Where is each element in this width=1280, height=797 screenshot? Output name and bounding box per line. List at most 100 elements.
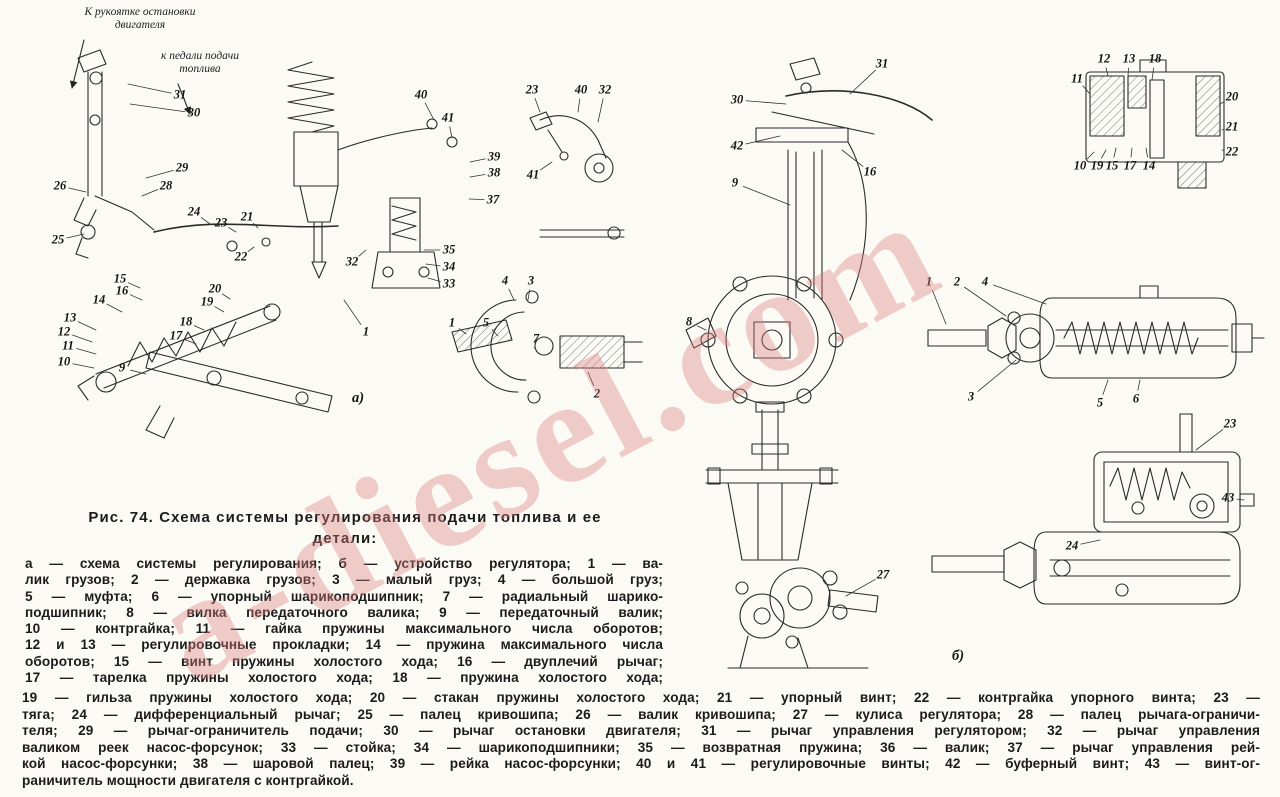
callout-number: 33 <box>442 276 456 291</box>
leader-line <box>66 233 85 239</box>
callout-number: 23 <box>1223 416 1237 431</box>
callout-number: 28 <box>159 178 173 193</box>
annotation-line: двигателя <box>114 19 166 31</box>
callout-number: 22 <box>234 249 248 264</box>
leader-line <box>458 328 467 335</box>
callout-number: 3 <box>967 389 975 404</box>
leader-line <box>1113 147 1117 158</box>
leader-line <box>200 216 211 225</box>
callout-number: 37 <box>486 192 500 207</box>
leader-line <box>1195 429 1224 451</box>
legend-bottom-block: 19 — гильза пружины холостого хода; 20 —… <box>22 690 1260 790</box>
leader-line <box>468 198 485 201</box>
leader-line <box>993 284 1047 305</box>
leader-line <box>343 299 362 325</box>
leader-line <box>469 158 486 163</box>
leader-line <box>228 227 237 233</box>
callout-number: 16 <box>115 283 129 298</box>
leader-line <box>183 338 197 345</box>
legend-line: 12 и 13 — регулировочные прокладки; 14 —… <box>25 637 663 653</box>
leader-line <box>849 69 876 95</box>
leader-line <box>145 170 174 179</box>
diagram-c-governor <box>927 285 1265 379</box>
callout-number: 21 <box>240 209 254 224</box>
leader-line <box>540 161 553 171</box>
callout-number: 24 <box>1065 538 1079 553</box>
leader-line <box>252 222 259 229</box>
legend-line: лик грузов; 2 — державка грузов; 3 — мал… <box>25 572 663 588</box>
legend-line: раничитель мощности двигателя с контргай… <box>22 772 354 788</box>
annotation-line: топлива <box>179 63 221 75</box>
callout-number: 12 <box>57 324 71 339</box>
callout-number: 42 <box>730 138 744 153</box>
callout-number: 5 <box>482 315 490 330</box>
legend-line: 10 — контргайка; 11 — гайка пружины макс… <box>25 621 663 637</box>
leader-line <box>1082 85 1091 95</box>
callout-number: 14 <box>92 292 106 307</box>
leader-line <box>129 103 186 113</box>
callout-number: 16 <box>863 164 877 179</box>
leader-line <box>1105 67 1109 77</box>
callout-number: 10 <box>57 354 71 369</box>
callout-number: 8 <box>685 314 693 329</box>
annotation-fuel-pedal: к педали подачи топлива <box>130 50 270 76</box>
leader-line <box>1145 147 1148 158</box>
callout-number: 4 <box>981 274 989 289</box>
legend-line: теля; 29 — рычаг-ограничитель подачи; 30… <box>22 723 1260 739</box>
leader-line <box>963 286 1007 317</box>
callout-number: 13 <box>1122 51 1136 66</box>
leader-line <box>534 98 541 113</box>
diagram-detail-coupling <box>451 290 643 404</box>
callout-number: 31 <box>173 87 187 102</box>
callout-number: 35 <box>442 242 456 257</box>
leader-line <box>127 282 141 289</box>
callout-number: 3 <box>527 273 535 288</box>
callout-number: 5 <box>1096 395 1104 410</box>
leader-line <box>491 329 499 337</box>
callout-number: 11 <box>62 338 74 353</box>
callout-number: 10 <box>1073 158 1087 173</box>
figure-caption: Рис. 74. Схема системы регулирования под… <box>25 507 665 549</box>
callout-number: 1 <box>925 274 933 289</box>
leader-line <box>577 98 581 113</box>
callout-number: 39 <box>487 149 501 164</box>
legend-line: подшипник; 8 — вилка передаточного валик… <box>25 604 663 620</box>
callout-number: 17 <box>1123 158 1137 173</box>
legend-line: 5 — муфта; 6 — упорный шарикоподшипник; … <box>25 588 663 604</box>
leader-line <box>141 189 159 197</box>
callout-number: 32 <box>598 82 612 97</box>
leader-line <box>696 325 707 331</box>
leader-line <box>469 174 486 178</box>
leader-line <box>841 149 864 167</box>
callout-number: 15 <box>113 271 127 286</box>
callout-number: 30 <box>187 105 201 120</box>
leader-line <box>72 363 95 369</box>
leader-line <box>1236 498 1245 501</box>
callout-number: 20 <box>208 281 222 296</box>
legend-line: оборотов; 15 — винт пружины холостого хо… <box>25 653 663 669</box>
diagram-b-regulator <box>685 57 933 405</box>
callout-number: 14 <box>1142 158 1156 173</box>
callout-number: 18 <box>179 314 193 329</box>
callout-number: 12 <box>1097 51 1111 66</box>
callout-number: 11 <box>1071 71 1083 86</box>
leader-line <box>527 289 530 301</box>
leader-line <box>214 306 225 313</box>
callout-number: 23 <box>525 82 539 97</box>
callout-number: 6 <box>1132 391 1140 406</box>
caption-line-2: детали: <box>312 530 378 547</box>
callout-number: 9 <box>731 175 739 190</box>
callout-number: 9 <box>118 360 126 375</box>
callout-number: 40 <box>574 82 588 97</box>
callout-number: 25 <box>51 232 65 247</box>
leader-line <box>1080 539 1101 545</box>
callout-number: 22 <box>1225 144 1239 159</box>
callout-number: 15 <box>1105 158 1119 173</box>
callout-number: 32 <box>345 254 359 269</box>
panel-label-a: а) <box>352 390 365 406</box>
leader-line <box>745 135 781 145</box>
callout-number: 21 <box>1225 119 1239 134</box>
leader-line <box>449 126 453 139</box>
callout-number: 40 <box>414 87 428 102</box>
